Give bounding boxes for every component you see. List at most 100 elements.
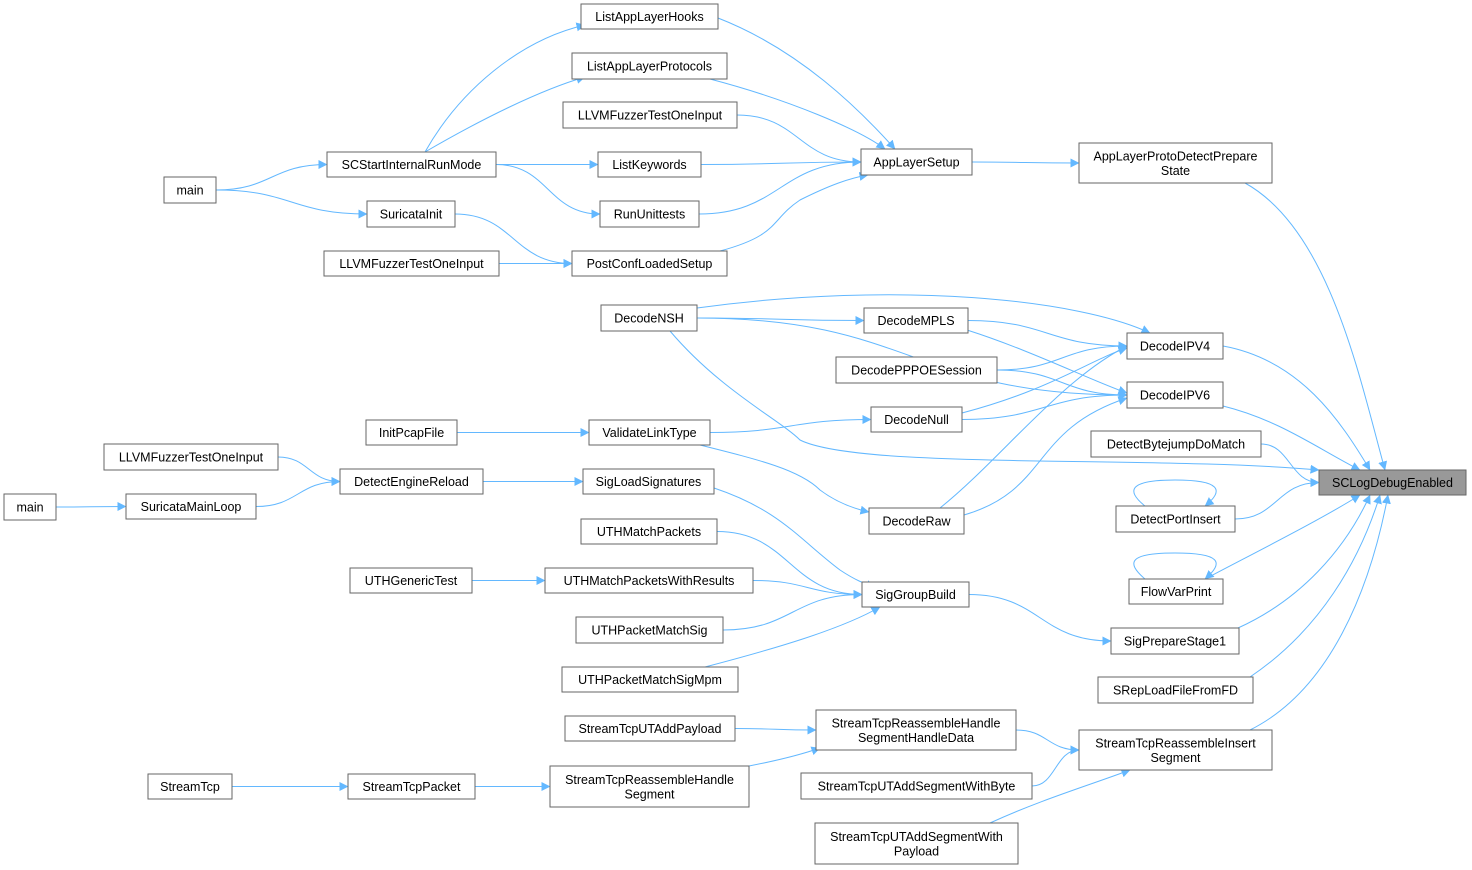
node-streamtcppacket[interactable]: StreamTcpPacket (347, 773, 476, 800)
node-decodempls[interactable]: DecodeMPLS (863, 307, 969, 334)
node-box (561, 666, 739, 693)
node-uthgenerictest[interactable]: UTHGenericTest (349, 567, 473, 594)
node-rununittests[interactable]: RunUnittests (599, 200, 700, 228)
node-label: DetectPortInsert (1130, 513, 1221, 527)
node-box (1078, 729, 1273, 771)
node-uthmatchpacketswithresults[interactable]: UTHMatchPacketsWithResults (544, 567, 754, 594)
edge-applayerprotodetectpreparestate-to-sclogdebugenabled (1244, 182, 1388, 471)
node-decodeipv4[interactable]: DecodeIPV4 (1126, 332, 1224, 360)
edge-decodepppoesession-to-decodeipv4 (996, 341, 1128, 371)
node-streamtcputaddpayload[interactable]: StreamTcpUTAddPayload (564, 715, 736, 742)
node-streamtcpreassemblehandlesegmenthandledata[interactable]: StreamTcpReassembleHandleSegmentHandleDa… (815, 709, 1017, 751)
node-box (125, 493, 257, 520)
node-label: DetectEngineReload (354, 475, 469, 489)
node-sigloadsignatures[interactable]: SigLoadSignatures (582, 468, 715, 495)
node-label: PostConfLoadedSetup (587, 257, 713, 271)
node-box (588, 419, 711, 446)
graph-edges (55, 17, 1391, 824)
node-decodensh[interactable]: DecodeNSH (600, 304, 698, 332)
edge-listapplayerprotocols-to-applayersetup (709, 78, 886, 150)
node-label: DecodeIPV4 (1140, 340, 1210, 354)
node-label: ListAppLayerProtocols (587, 60, 712, 74)
node-suricatainit[interactable]: SuricataInit (366, 200, 456, 228)
node-label: SRepLoadFileFromFD (1113, 684, 1238, 698)
node-uthpacketmatchsig[interactable]: UTHPacketMatchSig (575, 616, 724, 644)
edge-streamtcpreassemblehandlesegmenthandledata-to-streamtcpreassembleinsertsegment (1015, 729, 1080, 755)
edge-validatelinktype-to-decoderaw (699, 444, 870, 515)
edge-llvmfuzzer-3-to-detectenginereload (277, 456, 341, 486)
node-listapplayerprotocols[interactable]: ListAppLayerProtocols (571, 52, 728, 80)
node-label: RunUnittests (614, 208, 686, 222)
node-box (103, 443, 279, 471)
node-detectportinsert[interactable]: DetectPortInsert (1115, 505, 1236, 533)
node-uthmatchpackets[interactable]: UTHMatchPackets (580, 518, 718, 545)
node-suricatamainloop[interactable]: SuricataMainLoop (125, 493, 257, 520)
node-decoderaw[interactable]: DecodeRaw (868, 507, 965, 535)
node-decodepppoesession[interactable]: DecodePPPOESession (835, 356, 998, 384)
node-sreploadfilefromfd[interactable]: SRepLoadFileFromFD (1097, 676, 1254, 704)
edge-flowvarprint-to-flowvarprint (1133, 552, 1217, 580)
node-box (1318, 469, 1467, 496)
node-decodeipv6[interactable]: DecodeIPV6 (1126, 381, 1224, 409)
node-streamtcputaddsegmentwithbyte[interactable]: StreamTcpUTAddSegmentWithByte (800, 772, 1033, 800)
node-listapplayerhooks[interactable]: ListAppLayerHooks (580, 3, 719, 30)
edge-decodepppoesession-to-decodeipv6 (996, 369, 1128, 400)
node-siggroupbuild[interactable]: SigGroupBuild (861, 581, 970, 608)
edge-decodempls-to-decodeipv6 (966, 329, 1128, 395)
node-main-1[interactable]: main (163, 176, 217, 204)
node-decodenull[interactable]: DecodeNull (870, 406, 963, 433)
edge-llvmfuzzer-1-to-applayersetup (736, 114, 862, 167)
node-sclogdebugenabled[interactable]: SCLogDebugEnabled (1318, 469, 1467, 496)
node-detectbytejumpdomatch[interactable]: DetectBytejumpDoMatch (1090, 430, 1262, 458)
edge-suricatainit-to-postconfloadedsetup (454, 213, 573, 268)
edge-decodenull-to-decodeipv6 (961, 390, 1128, 420)
node-streamtcp[interactable]: StreamTcp (147, 773, 233, 800)
edge-scstartinternalrunmode-to-listapplayerhooks (424, 22, 586, 153)
edge-main-2-to-suricatamainloop (55, 502, 127, 512)
node-box (323, 250, 500, 277)
node-label: Segment (1150, 751, 1201, 765)
edge-validatelinktype-to-decodenull (709, 415, 872, 433)
node-llvmfuzzer-2[interactable]: LLVMFuzzerTestOneInput (323, 250, 500, 277)
node-sigpreparestage1[interactable]: SigPrepareStage1 (1110, 627, 1240, 655)
node-label: StreamTcpReassembleInsert (1095, 736, 1256, 750)
node-label: AppLayerProtoDetectPrepare (1094, 149, 1258, 163)
node-box (599, 200, 700, 228)
node-postconfloadedsetup[interactable]: PostConfLoadedSetup (571, 250, 728, 277)
node-main-2[interactable]: main (3, 493, 57, 521)
edge-detectportinsert-to-detectportinsert (1133, 479, 1217, 507)
edge-sigpreparestage1-to-sclogdebugenabled (1237, 494, 1371, 629)
node-validatelinktype[interactable]: ValidateLinkType (588, 419, 711, 446)
node-box (1126, 381, 1224, 409)
node-label: LLVMFuzzerTestOneInput (339, 257, 484, 271)
node-label: DecodePPPOESession (851, 364, 982, 378)
node-box (163, 176, 217, 204)
node-label: DecodeRaw (882, 515, 951, 529)
edge-detectbytejumpdomatch-to-sclogdebugenabled (1260, 443, 1320, 487)
edge-sreploadfilefromfd-to-sclogdebugenabled (1249, 494, 1382, 678)
node-label: main (176, 184, 203, 198)
graph-nodes: SCLogDebugEnabled AppLayerProtoDetectPrep… (3, 3, 1467, 865)
node-label: StreamTcpUTAddSegmentWithByte (818, 780, 1016, 794)
node-label: UTHGenericTest (365, 574, 458, 588)
node-box (544, 567, 754, 594)
node-label: StreamTcpUTAddSegmentWith (830, 830, 1003, 844)
node-box (600, 304, 698, 332)
node-flowvarprint[interactable]: FlowVarPrint (1128, 578, 1224, 605)
node-box (861, 581, 970, 608)
node-uthpacketmatchsigmpm[interactable]: UTHPacketMatchSigMpm (561, 666, 739, 693)
edge-streamtcputaddsegmentwithpayload-to-streamtcpreassembleinsertsegment (989, 768, 1131, 824)
node-detectenginereload[interactable]: DetectEngineReload (339, 468, 484, 495)
node-llvmfuzzer-3[interactable]: LLVMFuzzerTestOneInput (103, 443, 279, 471)
node-initpcapfile[interactable]: InitPcapFile (365, 419, 458, 446)
node-scstartinternalrunmode[interactable]: SCStartInternalRunMode (326, 151, 497, 178)
node-applayersetup[interactable]: AppLayerSetup (860, 148, 973, 176)
node-listkeywords[interactable]: ListKeywords (597, 151, 702, 178)
edge-detectportinsert-to-sclogdebugenabled (1234, 478, 1320, 520)
node-llvmfuzzer-1[interactable]: LLVMFuzzerTestOneInput (562, 101, 738, 129)
node-box (1110, 627, 1240, 655)
